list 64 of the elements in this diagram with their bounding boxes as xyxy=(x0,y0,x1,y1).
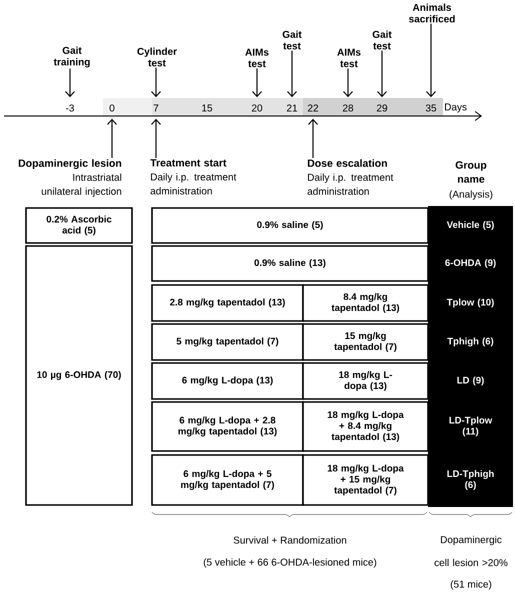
brace-label: (5 vehicle + 66 6-OHDA-lesioned mice) xyxy=(204,558,376,568)
day-number: 0 xyxy=(110,104,114,112)
node-label: Vehicle (5) xyxy=(446,221,494,230)
arrow xyxy=(107,118,117,158)
day-number: 22 xyxy=(308,104,318,112)
event-label: Gait test xyxy=(372,30,392,50)
treatment-box: 18 mg/kg L-dopa + 15 mg/kg tapentadol (7) xyxy=(302,454,429,506)
event-label: Animals sacrificed xyxy=(409,4,455,22)
node-label: 6-OHDA (9) xyxy=(445,259,496,268)
event-label: Dose escalation Daily i.p. treatment administration xyxy=(308,159,394,195)
group-name-cell: LD-Tplow (11) xyxy=(428,400,513,453)
group-name-cell: Vehicle (5) xyxy=(428,206,513,245)
day-number: 35 xyxy=(426,104,436,112)
arrow xyxy=(287,50,297,98)
treatment-box: 6 mg/kg L-dopa + 2.8 mg/kg tapentadol (13) xyxy=(151,401,304,452)
arrow xyxy=(252,68,262,98)
group-name-cell: LD (9) xyxy=(428,361,513,401)
event-label: AIMs test xyxy=(245,48,269,68)
arrow xyxy=(426,24,436,98)
event-label: Treatment start Daily i.p. treatment administration xyxy=(150,159,236,195)
day-number: 15 xyxy=(202,104,212,112)
brace-label: Dopaminergic cell lesion >20% xyxy=(434,536,508,566)
treatment-box: 0.9% saline (13) xyxy=(151,245,429,282)
group-name-cell: Tphigh (6) xyxy=(428,322,513,362)
event-label: Gait test xyxy=(282,30,302,50)
axis-label: Days xyxy=(445,104,467,112)
node-label: LD (9) xyxy=(457,376,484,386)
arrow xyxy=(377,50,387,98)
brace-label: Survival + Randomization xyxy=(234,536,346,544)
treatment-box: 2.8 mg/kg tapentadol (13) xyxy=(151,284,304,322)
day-number: 20 xyxy=(252,104,262,112)
group-name-cell: 6-OHDA (9) xyxy=(428,244,513,283)
event-label: Cylinder test xyxy=(137,48,177,66)
node-label: LD-Tphigh (6) xyxy=(447,470,494,490)
arrow xyxy=(151,118,161,158)
group-name-cell: Tplow (10) xyxy=(428,283,513,323)
arrow xyxy=(151,68,161,98)
node-label: Tplow (10) xyxy=(446,298,494,308)
day-number: 7 xyxy=(154,104,158,112)
group-name-cell: LD-Tphigh (6) xyxy=(428,453,513,507)
column-heading: Group name xyxy=(456,161,486,183)
day-number: -3 xyxy=(66,104,74,112)
treatment-box: 18 mg/kg L-dopa (13) xyxy=(302,362,429,400)
day-number: 29 xyxy=(376,104,388,112)
treatment-box: 6 mg/kg L-dopa + 5 mg/kg tapentadol (7) xyxy=(151,454,304,506)
treatment-box: 0.9% saline (5) xyxy=(151,207,429,244)
treatment-box: 5 mg/kg tapentadol (7) xyxy=(151,323,304,361)
event-label: Dopaminergic lesion Intrastriatal unilateral injection xyxy=(18,159,122,197)
treatment-box: 0.2% Ascorbic acid (5) xyxy=(25,207,133,244)
arrow xyxy=(308,118,318,158)
event-label: AIMs test xyxy=(337,48,361,68)
event-label: Gait training xyxy=(54,46,90,68)
node-label: LD-Tplow (11) xyxy=(450,416,492,436)
column-heading: (Analysis) xyxy=(450,190,492,200)
node-label: Tphigh (6) xyxy=(447,338,494,346)
day-number: 21 xyxy=(286,104,298,112)
brace-label: (51 mice) xyxy=(450,580,492,590)
day-number: 28 xyxy=(342,104,354,112)
treatment-box: 6 mg/kg L-dopa (13) xyxy=(151,362,304,400)
arrow xyxy=(343,68,353,98)
treatment-box: 15 mg/kg tapentadol (7) xyxy=(302,323,429,361)
arrow xyxy=(65,68,75,98)
treatment-box: 8.4 mg/kg tapentadol (13) xyxy=(302,284,429,322)
treatment-box: 18 mg/kg L-dopa + 8.4 mg/kg tapentadol (13) xyxy=(302,401,429,452)
